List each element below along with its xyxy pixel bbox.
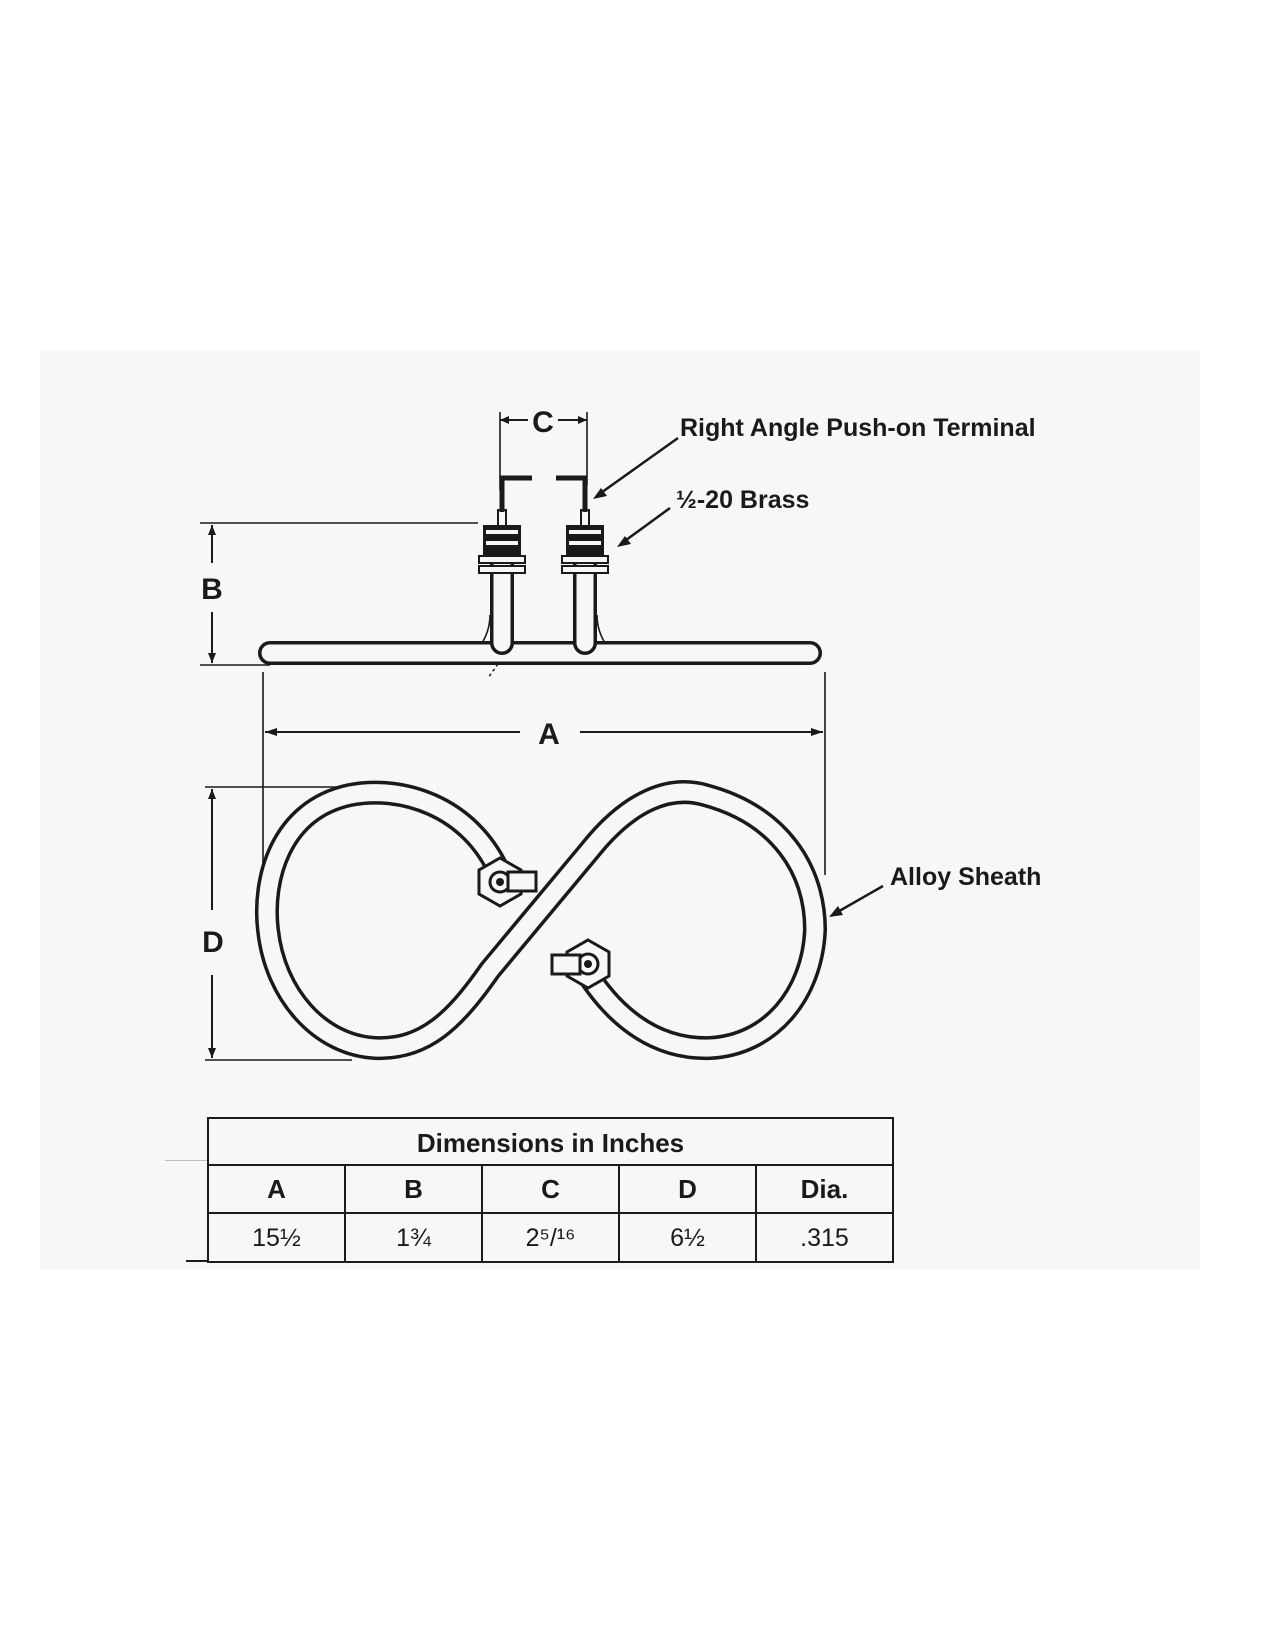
right-fillet [596, 614, 606, 644]
dimension-d [205, 786, 352, 1061]
table-header-row: A B C D Dia. [209, 1166, 892, 1214]
table-header-cell: A [209, 1166, 346, 1212]
dimension-c [499, 412, 588, 490]
dim-c-label: C [532, 406, 554, 439]
callout-brass [617, 506, 671, 547]
element-side-view [258, 475, 822, 679]
table-value-row: 15½ 1¾ 2⁵/¹⁶ 6½ .315 [209, 1214, 892, 1262]
left-fillet [481, 614, 491, 644]
terminal-label: Right Angle Push-on Terminal [680, 414, 1036, 442]
table-value-cell: 6½ [620, 1214, 757, 1262]
table-header-cell: C [483, 1166, 620, 1212]
dim-d-label: D [202, 926, 224, 959]
plan-terminal-lower [550, 938, 611, 990]
dimension-b [200, 522, 478, 666]
dimension-a [262, 672, 826, 875]
table-value-cell: 2⁵/¹⁶ [483, 1214, 620, 1262]
right-push-on-terminal [556, 475, 588, 512]
left-brass-fitting [478, 509, 526, 574]
sheath-label: Alloy Sheath [890, 863, 1041, 891]
table-header-cell: D [620, 1166, 757, 1212]
table-baseline [186, 1260, 208, 1262]
table-value-cell: 15½ [209, 1214, 346, 1262]
dim-b-label: B [201, 573, 223, 606]
callout-sheath [829, 884, 884, 917]
plan-terminal-upper [477, 856, 538, 908]
dimensions-table: Dimensions in Inches A B C D Dia. 15½ 1¾… [207, 1117, 894, 1263]
table-header-cell: Dia. [800, 1173, 849, 1204]
table-header-cell: B [346, 1166, 483, 1212]
element-plan-view [254, 780, 827, 1061]
table-title: Dimensions in Inches [209, 1119, 892, 1166]
table-value-cell: .315 [800, 1223, 849, 1252]
table-value-cell: 1¾ [346, 1214, 483, 1262]
callout-terminal [593, 436, 679, 499]
brass-label: ½-20 Brass [676, 486, 809, 514]
table-scan-line [165, 1160, 207, 1161]
figure-eight-sheath-inner [258, 783, 824, 1057]
dim-a-label: A [538, 718, 560, 751]
left-push-on-terminal [499, 475, 532, 512]
hidden-line [487, 663, 499, 679]
right-brass-fitting [561, 509, 609, 574]
